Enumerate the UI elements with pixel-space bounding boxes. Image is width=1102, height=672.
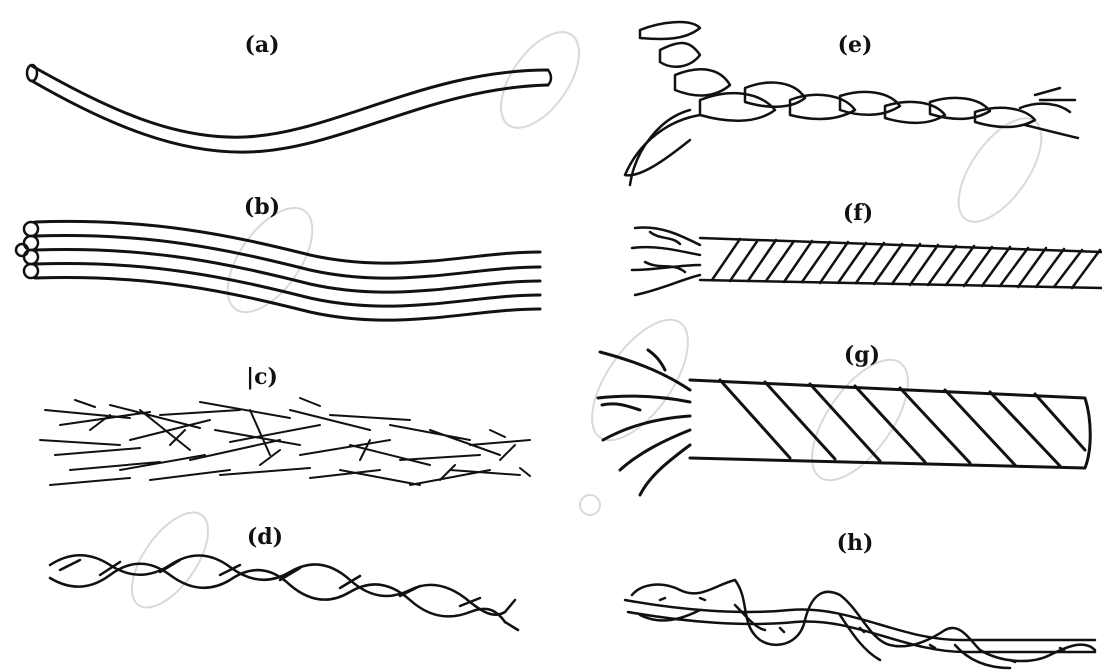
multifilament-drawing <box>16 221 540 320</box>
monofilament-drawing <box>27 65 551 152</box>
thick-cord-drawing <box>598 350 1090 495</box>
panel-label-b: (b) <box>244 194 280 220</box>
panel-label-a: (a) <box>244 32 279 58</box>
staple-fiber-drawing <box>40 398 530 485</box>
fine-twisted-rope-drawing <box>632 227 1102 295</box>
panel-label-g: (g) <box>844 342 880 368</box>
panel-label-f: (f) <box>843 200 873 226</box>
panel-label-d: (d) <box>247 524 283 550</box>
panel-label-e: (e) <box>838 32 873 58</box>
ply-yarn-drawing <box>50 555 518 630</box>
panel-label-h: (h) <box>837 530 874 556</box>
fancy-yarn-drawing <box>625 580 1095 668</box>
panel-label-c: |c) <box>246 364 278 390</box>
